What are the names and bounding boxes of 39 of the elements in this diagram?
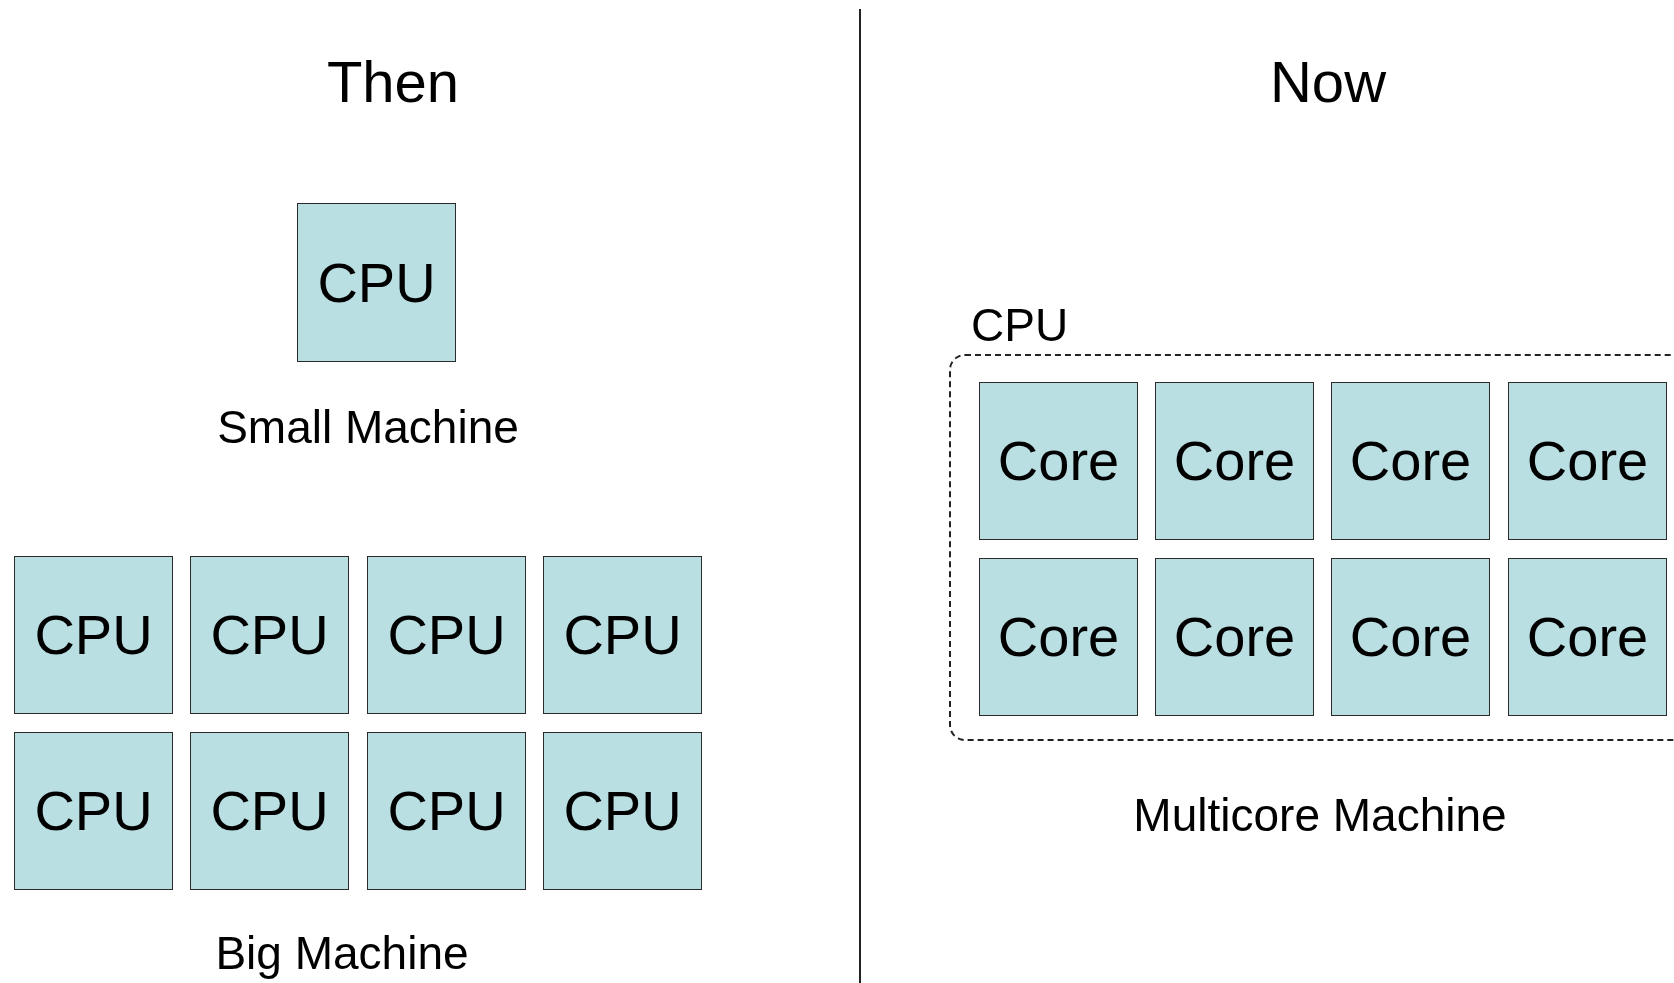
cpu-box	[190, 556, 349, 714]
cpu-box	[543, 556, 702, 714]
core-box	[979, 382, 1138, 540]
core-box	[979, 558, 1138, 716]
node-label: Small Machine	[217, 404, 519, 450]
cpu-box	[297, 203, 456, 362]
core-box	[1155, 558, 1314, 716]
box-label: Core	[1173, 433, 1296, 489]
box-label: CPU	[563, 607, 682, 663]
column-heading: Then	[326, 53, 460, 111]
core-box	[1508, 558, 1667, 716]
box-label: Core	[1526, 433, 1649, 489]
core-box	[1331, 382, 1490, 540]
box-label: CPU	[387, 783, 506, 839]
core-box	[1155, 382, 1314, 540]
node-label: Multicore Machine	[1133, 792, 1507, 838]
box-label: Core	[1173, 609, 1296, 665]
box-label: CPU	[317, 254, 436, 311]
cpu-box	[14, 732, 173, 890]
core-box	[1508, 382, 1667, 540]
cpu-box	[14, 556, 173, 714]
cpu-box	[367, 732, 526, 890]
box-label: Core	[997, 433, 1120, 489]
cpu-box	[367, 556, 526, 714]
column-heading: Now	[1270, 53, 1386, 111]
cpu-box	[543, 732, 702, 890]
cpu-box	[190, 732, 349, 890]
box-label: CPU	[210, 783, 329, 839]
box-label: Core	[1349, 433, 1472, 489]
box-label: CPU	[34, 783, 153, 839]
core-box	[1331, 558, 1490, 716]
box-label: Core	[1349, 609, 1472, 665]
group-heading: CPU	[971, 302, 1069, 348]
box-label: CPU	[210, 607, 329, 663]
box-label: Core	[997, 609, 1120, 665]
box-label: CPU	[563, 783, 682, 839]
box-label: CPU	[387, 607, 506, 663]
box-label: CPU	[34, 607, 153, 663]
box-label: Core	[1526, 609, 1649, 665]
